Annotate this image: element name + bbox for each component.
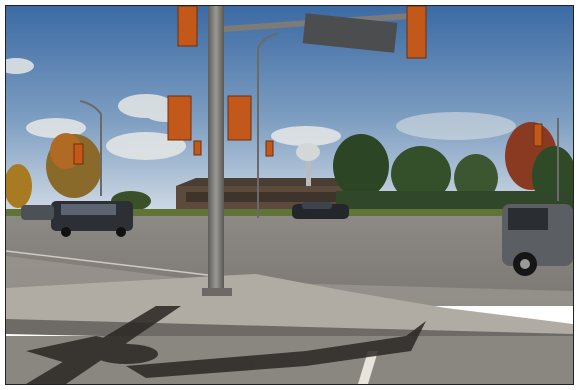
photo-scene [6, 6, 573, 384]
shadows [26, 306, 426, 384]
car-left-suv [51, 201, 133, 237]
traffic-pole [202, 6, 414, 296]
intersection-photo [5, 5, 574, 385]
water-tower [296, 143, 320, 186]
car-center-sedan [292, 202, 349, 219]
car-small-left [21, 205, 54, 220]
tree-line [6, 122, 573, 213]
road-edge-line [6, 250, 217, 277]
car-right-suv [502, 204, 573, 276]
clouds [6, 58, 516, 160]
traffic-light-signals [73, 6, 543, 165]
grass-strip [6, 209, 573, 217]
street-lights [79, 33, 559, 218]
lane-line [358, 351, 378, 384]
